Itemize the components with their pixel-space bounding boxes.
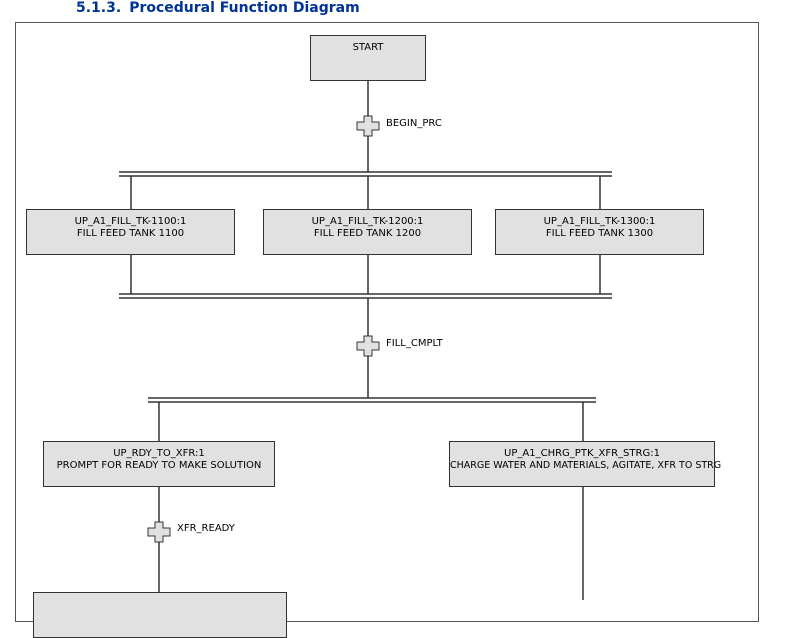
step-fill-tk-1200-name: UP_A1_FILL_TK-1200:1 xyxy=(311,216,424,227)
step-next-partial xyxy=(33,592,287,638)
step-start-label: START xyxy=(352,42,384,53)
transition-begin-prc-marker xyxy=(356,115,380,137)
step-fill-tk-1100-name: UP_A1_FILL_TK-1100:1 xyxy=(74,216,187,227)
step-rdy-to-xfr: UP_RDY_TO_XFR:1 PROMPT FOR READY TO MAKE… xyxy=(43,441,275,487)
diagram-connectors xyxy=(119,81,612,600)
step-chrg-ptk-name: UP_A1_CHRG_PTK_XFR_STRG:1 xyxy=(504,448,660,459)
step-fill-tk-1200-desc: FILL FEED TANK 1200 xyxy=(313,228,422,239)
step-start: START xyxy=(310,35,426,81)
step-rdy-to-xfr-desc: PROMPT FOR READY TO MAKE SOLUTION xyxy=(56,460,262,471)
section-heading: 5.1.3. Procedural Function Diagram xyxy=(76,0,360,16)
section-title: Procedural Function Diagram xyxy=(129,0,360,16)
transition-fill-cmplt-marker xyxy=(356,335,380,357)
step-fill-tk-1200: UP_A1_FILL_TK-1200:1 FILL FEED TANK 1200 xyxy=(263,209,472,255)
step-fill-tk-1100: UP_A1_FILL_TK-1100:1 FILL FEED TANK 1100 xyxy=(26,209,235,255)
step-fill-tk-1300-desc: FILL FEED TANK 1300 xyxy=(545,228,654,239)
step-fill-tk-1100-desc: FILL FEED TANK 1100 xyxy=(76,228,185,239)
step-fill-tk-1300: UP_A1_FILL_TK-1300:1 FILL FEED TANK 1300 xyxy=(495,209,704,255)
step-fill-tk-1300-name: UP_A1_FILL_TK-1300:1 xyxy=(543,216,656,227)
step-chrg-ptk-xfr-strg: UP_A1_CHRG_PTK_XFR_STRG:1 CHARGE WATER A… xyxy=(449,441,722,487)
transition-xfr-ready-marker xyxy=(147,521,171,543)
transition-fill-cmplt-label: FILL_CMPLT xyxy=(386,338,443,349)
step-chrg-ptk-desc: CHARGE WATER AND MATERIALS, AGITATE, XFR… xyxy=(450,460,722,471)
transition-xfr-ready-label: XFR_READY xyxy=(177,523,235,534)
step-rdy-to-xfr-name: UP_RDY_TO_XFR:1 xyxy=(113,448,205,459)
transition-begin-prc-label: BEGIN_PRC xyxy=(386,118,442,129)
section-number: 5.1.3. xyxy=(76,0,122,16)
